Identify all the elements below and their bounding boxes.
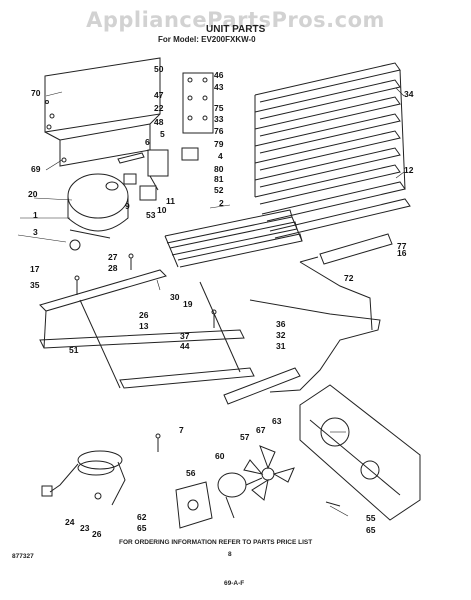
compressor: [67, 173, 129, 251]
callout-65-right: 65: [366, 525, 376, 535]
callout-23: 23: [80, 523, 90, 533]
callout-5: 5: [160, 129, 165, 139]
callout-9: 9: [125, 201, 130, 211]
callout-72: 72: [344, 273, 354, 283]
callout-7: 7: [179, 425, 184, 435]
callout-81: 81: [214, 174, 224, 184]
callout-56: 56: [186, 468, 196, 478]
model-number: For Model: EV200FXKW-0: [158, 35, 256, 44]
base-frame: [39, 269, 255, 389]
evaporator-coil: [254, 62, 411, 239]
callout-10: 10: [157, 205, 167, 215]
screws: [74, 253, 341, 507]
callout-19: 19: [183, 299, 193, 309]
callout-34: 34: [404, 89, 414, 99]
callout-33: 33: [214, 114, 224, 124]
callout-1: 1: [33, 210, 38, 220]
callout-57: 57: [240, 432, 250, 442]
fan-blade: [243, 445, 295, 501]
callout-6: 6: [145, 137, 150, 147]
diagram-title: UNIT PARTS: [206, 24, 266, 35]
callout-32: 32: [276, 330, 286, 340]
callout-16: 16: [397, 248, 407, 258]
drier: [299, 233, 393, 265]
callout-30: 30: [170, 292, 180, 302]
callout-12: 12: [404, 165, 414, 175]
callout-28: 28: [108, 263, 118, 273]
callout-27: 27: [108, 252, 118, 262]
callout-24: 24: [65, 517, 75, 527]
power-cord: [41, 450, 126, 506]
callout-20: 20: [28, 189, 38, 199]
callout-51: 51: [69, 345, 79, 355]
callout-44: 44: [180, 341, 190, 351]
ordering-instruction: FOR ORDERING INFORMATION REFER TO PARTS …: [119, 539, 313, 546]
callout-13: 13: [139, 321, 149, 331]
page-number: 8: [228, 551, 232, 558]
leader-lines: [17, 87, 405, 517]
fan-bracket: [299, 384, 421, 521]
callout-2: 2: [219, 198, 224, 208]
callout-50: 50: [154, 64, 164, 74]
callout-31: 31: [276, 341, 286, 351]
callout-48: 48: [154, 117, 164, 127]
back-panel: [44, 57, 161, 167]
callout-76: 76: [214, 126, 224, 136]
callout-60: 60: [215, 451, 225, 461]
relay-parts: [117, 147, 199, 201]
motor-bracket: [175, 481, 213, 529]
callout-3: 3: [33, 227, 38, 237]
callout-11: 11: [166, 196, 175, 206]
callout-63: 63: [272, 416, 282, 426]
callout-77: 77: [397, 241, 407, 251]
callout-80: 80: [214, 164, 224, 174]
callout-52: 52: [214, 185, 224, 195]
callout-43: 43: [214, 82, 224, 92]
callout-75: 75: [214, 103, 224, 113]
page-stamp: 69-A-F: [224, 580, 245, 587]
callout-4: 4: [218, 151, 223, 161]
fan-motor: [217, 472, 263, 519]
callout-37: 37: [180, 331, 190, 341]
callout-47: 47: [154, 90, 164, 100]
callout-46: 46: [214, 70, 224, 80]
callout-35: 35: [30, 280, 40, 290]
callout-36: 36: [276, 319, 286, 329]
callout-65-left: 65: [137, 523, 147, 533]
callout-22: 22: [154, 103, 164, 113]
callout-26-bottom: 26: [92, 529, 102, 539]
callout-70: 70: [31, 88, 41, 98]
callout-55: 55: [366, 513, 376, 523]
tubing: [249, 261, 381, 393]
shroud: [223, 367, 301, 405]
condenser-coil: [164, 209, 303, 268]
callout-69: 69: [31, 164, 41, 174]
callout-79: 79: [214, 139, 224, 149]
callout-17: 17: [30, 264, 40, 274]
bracket-top: [182, 72, 214, 134]
drawing-code: 877327: [12, 553, 34, 560]
callout-26: 26: [139, 310, 149, 320]
callout-62: 62: [137, 512, 147, 522]
callout-53: 53: [146, 210, 156, 220]
callout-67: 67: [256, 425, 266, 435]
watermark: AppliancePartsPros.com: [86, 8, 385, 32]
